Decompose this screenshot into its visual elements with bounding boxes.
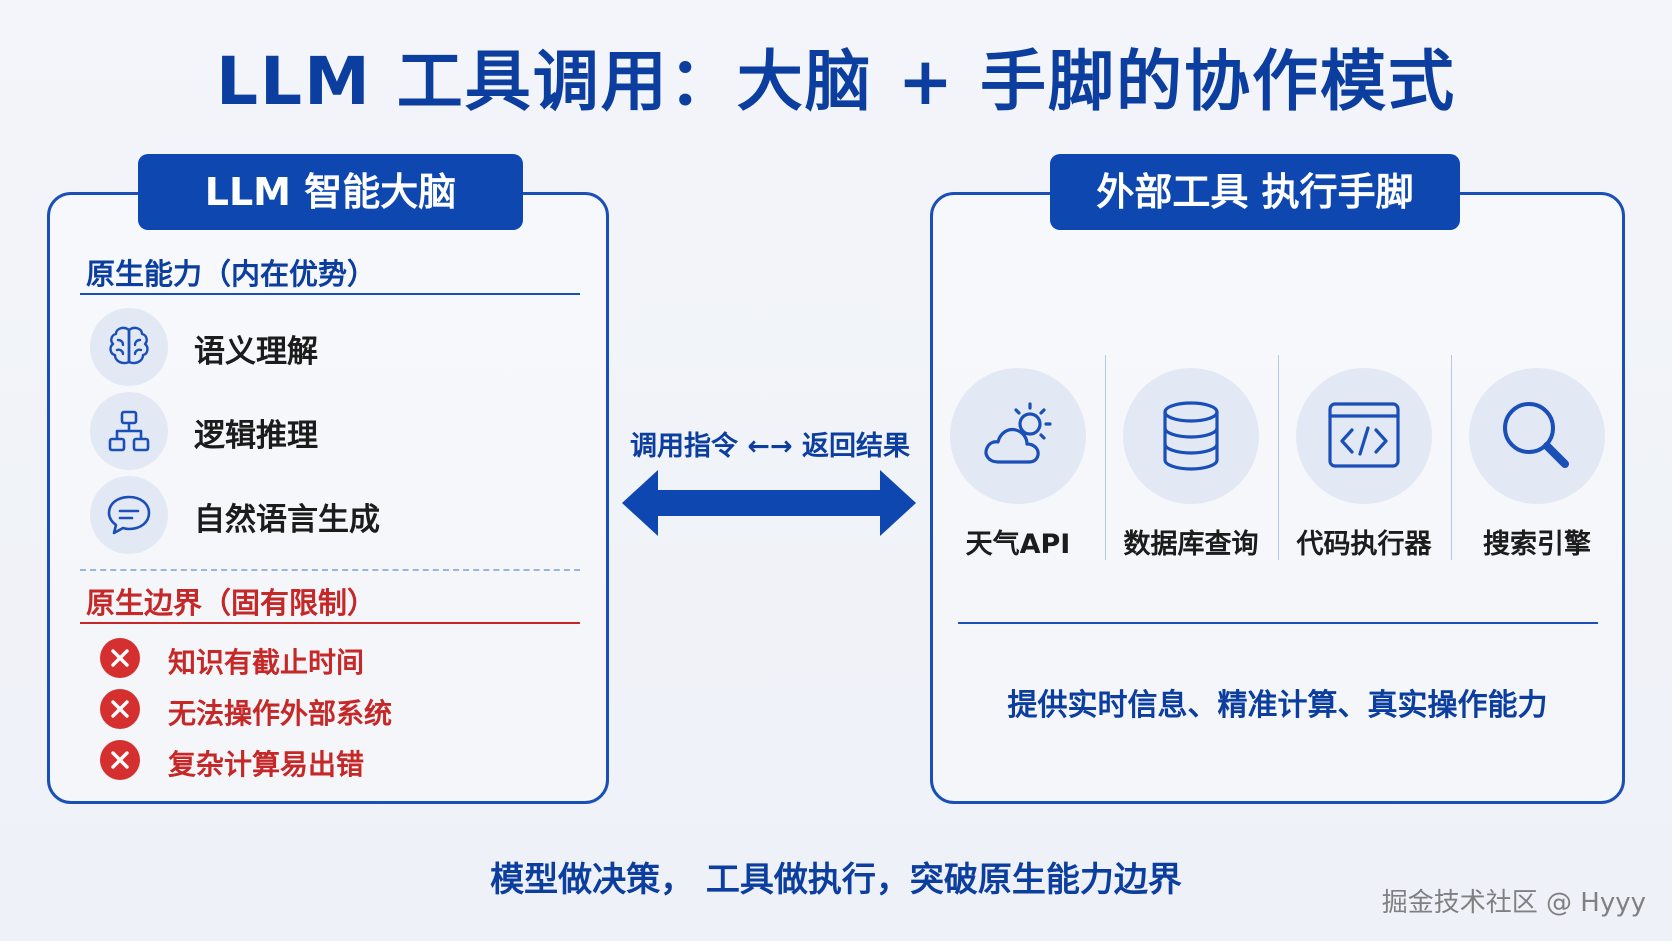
double-arrow-icon (622, 470, 916, 536)
tool-search-engine: 搜索引擎 (1451, 360, 1621, 560)
tool-label: 代码执行器 (1296, 529, 1432, 560)
limit-label: 无法操作外部系统 (168, 697, 393, 730)
tool-weather-api: 天气API (932, 360, 1102, 560)
tool-separator (1105, 355, 1106, 560)
tool-label: 天气API (965, 529, 1071, 560)
native-abilities-title: 原生能力（内在优势） (86, 257, 377, 291)
llm-brain-header: LLM 智能大脑 (138, 154, 523, 230)
tool-code-executor: 代码执行器 (1278, 360, 1448, 560)
search-icon (1469, 368, 1605, 504)
hierarchy-icon (90, 392, 168, 470)
code-icon (1296, 368, 1432, 504)
page-title: LLM 工具调用：大脑 + 手脚的协作模式 (215, 43, 1457, 120)
connector-label: 调用指令 ←→ 返回结果 (629, 431, 911, 462)
x-circle-icon (100, 638, 140, 678)
ability-label: 逻辑推理 (194, 418, 318, 454)
ability-label: 语义理解 (194, 334, 318, 370)
limit-label: 复杂计算易出错 (168, 748, 365, 781)
native-limits-divider (80, 622, 580, 624)
tool-separator (1278, 355, 1279, 560)
tools-divider (958, 622, 1598, 624)
database-icon (1123, 368, 1259, 504)
ability-label: 自然语言生成 (194, 502, 380, 538)
tool-label: 搜索引擎 (1483, 529, 1591, 560)
tool-separator (1451, 355, 1452, 560)
limit-label: 知识有截止时间 (168, 646, 365, 679)
native-abilities-divider (80, 293, 580, 295)
tools-caption: 提供实时信息、精准计算、真实操作能力 (1007, 688, 1548, 723)
x-circle-icon (100, 689, 140, 729)
footer-summary: 模型做决策， 工具做执行，突破原生能力边界 (490, 860, 1182, 900)
tool-label: 数据库查询 (1123, 529, 1259, 560)
weather-icon (950, 368, 1086, 504)
section-dashed-divider (80, 569, 580, 571)
native-limits-title: 原生边界（固有限制） (86, 586, 377, 620)
tool-database-query: 数据库查询 (1105, 360, 1275, 560)
watermark: 掘金技术社区 @ Hyyy (1381, 888, 1646, 918)
external-tools-header: 外部工具 执行手脚 (1050, 154, 1460, 230)
brain-icon (90, 308, 168, 386)
chat-bubble-icon (90, 476, 168, 554)
x-circle-icon (100, 740, 140, 780)
